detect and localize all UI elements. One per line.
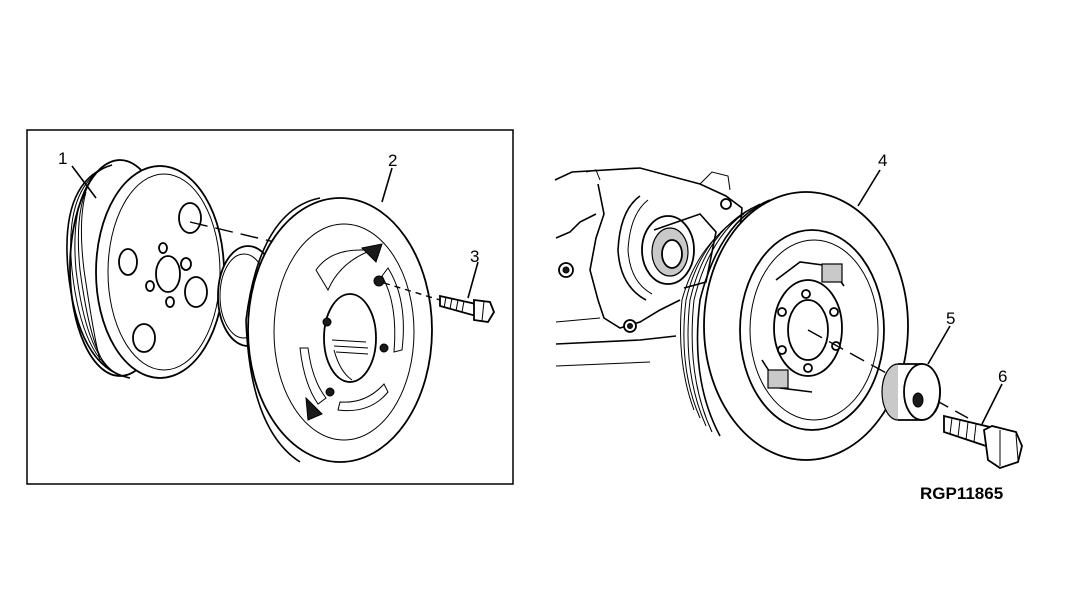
callout-label-1: 1 <box>58 149 67 168</box>
damper-part-2 <box>217 197 433 463</box>
callout-label-5: 5 <box>946 309 955 328</box>
leader-line-5 <box>927 325 951 365</box>
callout-label-4: 4 <box>878 151 887 170</box>
leader-line-1 <box>71 165 97 199</box>
washer-part-5 <box>881 363 941 421</box>
alignment-line-right <box>807 329 969 419</box>
figure-code: RGP11865 <box>920 484 1003 503</box>
bolt-part-3 <box>439 294 496 323</box>
bolt-part-6 <box>943 414 1023 469</box>
alignment-line-bolt-3 <box>383 282 441 301</box>
leader-line-6 <box>981 383 1003 425</box>
callout-label-6: 6 <box>998 367 1007 386</box>
pulley-part-1 <box>66 159 225 379</box>
callout-label-2: 2 <box>388 151 397 170</box>
leader-line-3 <box>467 261 479 299</box>
inset-frame <box>26 129 514 485</box>
leader-line-4 <box>857 169 881 207</box>
callout-label-3: 3 <box>470 247 479 266</box>
damper-pulley-part-4 <box>680 191 909 461</box>
leader-line-2 <box>381 167 393 203</box>
engine-front-cover <box>554 167 743 367</box>
